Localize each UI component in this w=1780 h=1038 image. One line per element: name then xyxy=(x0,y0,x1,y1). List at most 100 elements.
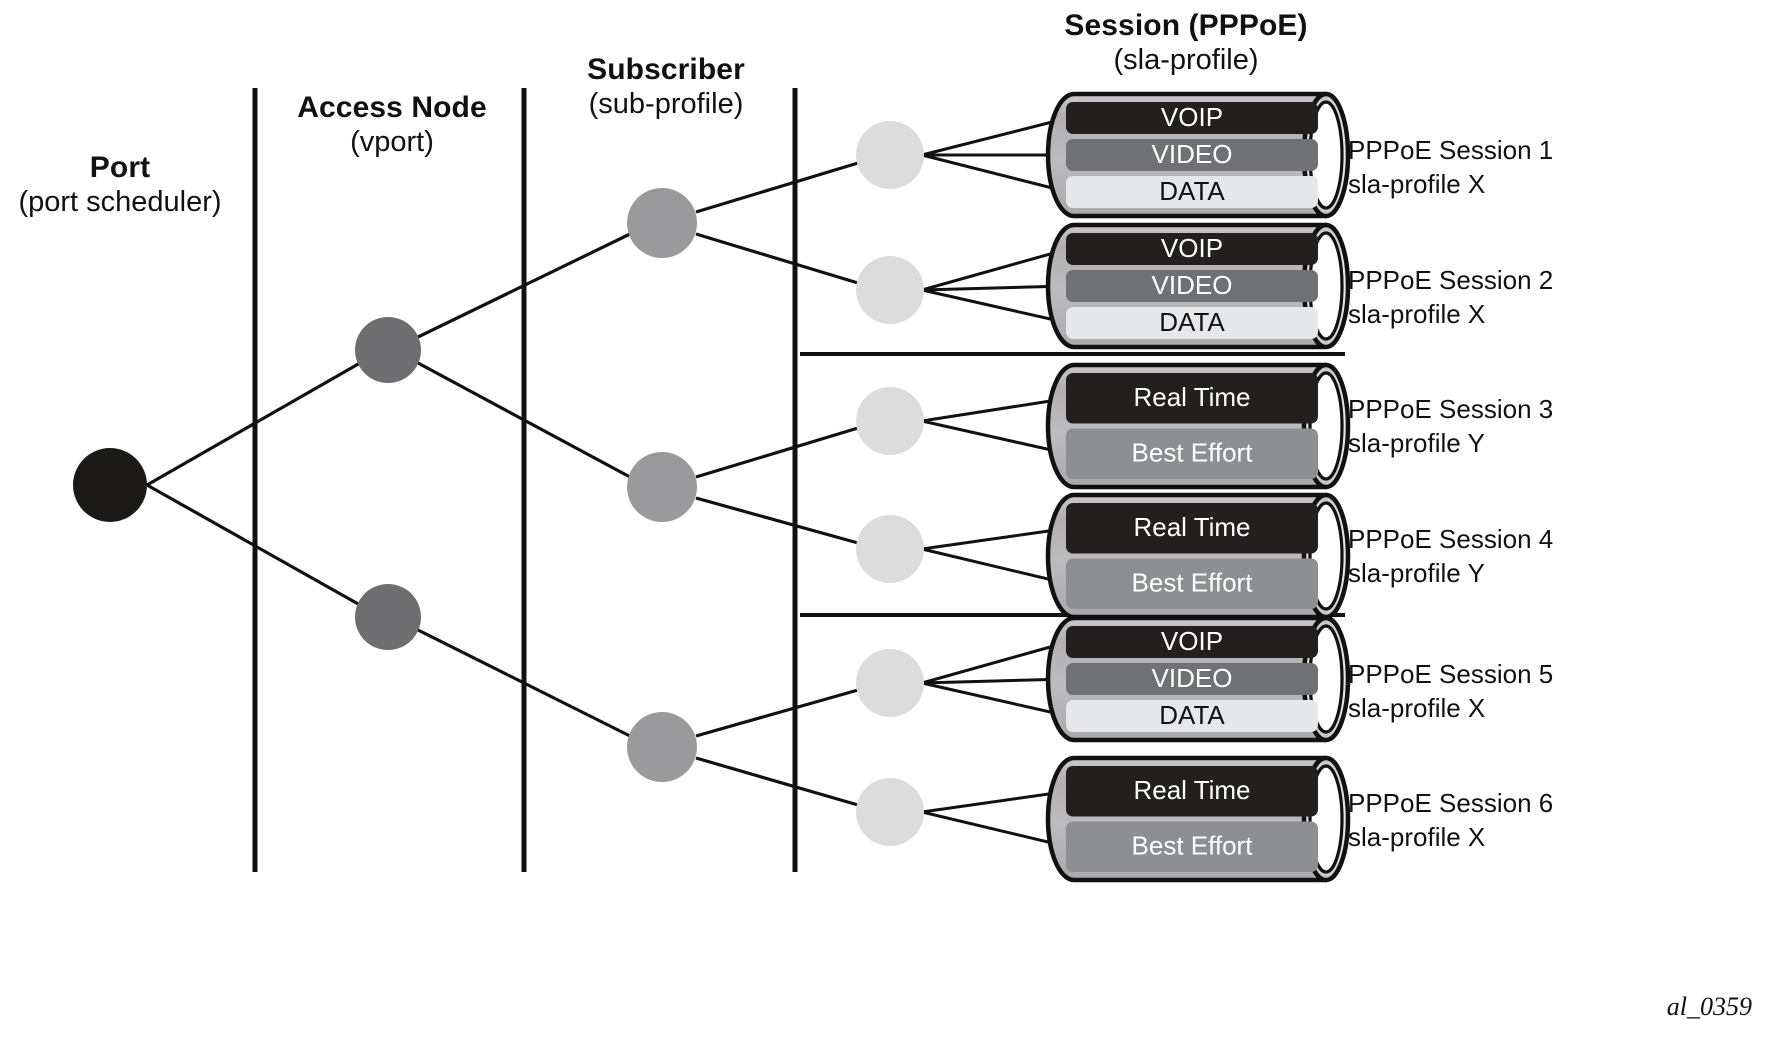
column-heading-subscriber-title: Subscriber xyxy=(587,53,745,86)
session-3-caption-line2: sla-profile Y xyxy=(1348,428,1485,459)
session-1-queue-data-label: DATA xyxy=(1159,176,1225,206)
session-1-cylinder: VOIP VIDEO DATA xyxy=(1045,91,1351,219)
edge-access1-sub2 xyxy=(417,361,631,479)
column-heading-subscriber: Subscriber(sub-profile) xyxy=(366,52,966,122)
session-5-caption: PPPoE Session 5 sla-profile X xyxy=(1348,657,1553,726)
session-5-queue-data xyxy=(1066,700,1318,732)
column-heading-port-title: Port xyxy=(89,151,151,184)
session-6-caption-line1: PPPoE Session 6 xyxy=(1348,788,1554,818)
session-1-caption-line2: sla-profile X xyxy=(1348,169,1486,200)
access-node-2 xyxy=(355,584,421,650)
subscriber-node-1 xyxy=(627,188,697,258)
session-4-queue-best-effort-label: Best Effort xyxy=(1132,568,1254,598)
edge-sub2-sess4 xyxy=(695,496,859,545)
figure-id-watermark: al_0359 xyxy=(1666,992,1752,1021)
session-2-connector-queue-data xyxy=(921,288,1069,325)
session-5-queue-data-label: DATA xyxy=(1159,700,1225,730)
session-3-queue-best-effort xyxy=(1066,428,1318,479)
session-5-caption-line1: PPPoE Session 5 xyxy=(1348,659,1554,689)
session-3-caption-line1: PPPoE Session 3 xyxy=(1348,394,1554,424)
column-heading-subscriber-subtitle: (sub-profile) xyxy=(588,88,744,121)
column-separators xyxy=(252,88,798,872)
edge-sub2-sess3 xyxy=(695,426,859,479)
edge-sub3-sess5 xyxy=(695,688,859,738)
session-4-caption-line2: sla-profile Y xyxy=(1348,558,1485,589)
session-5-cylinder: VOIP VIDEO DATA xyxy=(1045,615,1351,743)
session-2-caption: PPPoE Session 2 sla-profile X xyxy=(1348,263,1553,332)
edge-sub3-sess6 xyxy=(695,756,859,807)
session-4-caption: PPPoE Session 4 sla-profile Y xyxy=(1348,522,1553,591)
session-node-5 xyxy=(856,649,924,717)
session-5-connector-queue-voip xyxy=(921,640,1069,685)
queue-connectors xyxy=(921,116,1069,849)
session-6-connector-queue-best-effort xyxy=(921,810,1069,849)
port-node xyxy=(73,448,147,522)
session-3-connector-queue-best-effort xyxy=(921,419,1069,456)
session-3-queue-best-effort-label: Best Effort xyxy=(1132,438,1254,468)
column-heading-session: Session (PPPoE)(sla-profile) xyxy=(886,8,1486,78)
session-node-3 xyxy=(856,387,924,455)
session-2-cylinder: VOIP VIDEO DATA xyxy=(1045,222,1351,350)
session-1-queue-data xyxy=(1066,176,1318,208)
session-6-queue-real-time xyxy=(1066,766,1318,817)
edge-sub1-sess1 xyxy=(695,161,859,214)
session-1-queue-voip xyxy=(1066,102,1318,134)
session-3-queue-real-time-label: Real Time xyxy=(1133,382,1250,412)
session-5-caption-line2: sla-profile X xyxy=(1348,693,1486,724)
column-heading-port-subtitle: (port scheduler) xyxy=(18,186,222,219)
session-5-connector-queue-video xyxy=(921,677,1069,685)
column-heading-port: Port(port scheduler) xyxy=(0,150,420,220)
tree-edges xyxy=(146,161,859,807)
session-node-6 xyxy=(856,778,924,846)
subscriber-node-2 xyxy=(627,452,697,522)
session-2-connector-queue-video xyxy=(921,284,1069,292)
column-heading-access-node: Access Node(vport) xyxy=(92,90,692,160)
session-2-queue-voip xyxy=(1066,233,1318,265)
session-1-connector-queue-data xyxy=(921,153,1069,194)
column-heading-session-subtitle: (sla-profile) xyxy=(1113,44,1259,77)
session-3-connector-queue-real-time xyxy=(921,396,1069,423)
scheduler-nodes xyxy=(73,121,924,846)
session-5-queue-video xyxy=(1066,663,1318,695)
session-5-queue-video-label: VIDEO xyxy=(1152,663,1233,693)
session-2-queue-data-label: DATA xyxy=(1159,307,1225,337)
session-6-queue-best-effort xyxy=(1066,821,1318,872)
session-node-2 xyxy=(856,256,924,324)
session-2-queue-video-label: VIDEO xyxy=(1152,270,1233,300)
session-1-queue-voip-label: VOIP xyxy=(1161,102,1223,132)
edge-port-access1 xyxy=(146,361,361,487)
column-heading-access-node-subtitle: (vport) xyxy=(350,126,434,159)
session-2-queue-voip-label: VOIP xyxy=(1161,233,1223,263)
session-3-caption: PPPoE Session 3 sla-profile Y xyxy=(1348,392,1553,461)
session-2-queue-video xyxy=(1066,270,1318,302)
session-5-queue-voip-label: VOIP xyxy=(1161,626,1223,656)
session-4-queue-real-time-label: Real Time xyxy=(1133,512,1250,542)
session-2-queue-data xyxy=(1066,307,1318,339)
session-5-queue-voip xyxy=(1066,626,1318,658)
edge-access1-sub1 xyxy=(417,232,631,339)
session-4-caption-line1: PPPoE Session 4 xyxy=(1348,524,1554,554)
edge-access2-sub3 xyxy=(417,628,631,738)
session-4-connector-queue-best-effort xyxy=(921,547,1069,586)
session-2-caption-line2: sla-profile X xyxy=(1348,299,1486,330)
session-2-connector-queue-voip xyxy=(921,247,1069,292)
session-2-caption-line1: PPPoE Session 2 xyxy=(1348,265,1554,295)
session-1-caption: PPPoE Session 1 sla-profile X xyxy=(1348,133,1553,202)
session-4-queue-real-time xyxy=(1066,503,1318,554)
column-heading-access-node-title: Access Node xyxy=(297,91,487,124)
session-1-caption-line1: PPPoE Session 1 xyxy=(1348,135,1554,165)
session-6-queue-best-effort-label: Best Effort xyxy=(1132,831,1254,861)
session-3-queue-real-time xyxy=(1066,373,1318,424)
session-4-queue-best-effort xyxy=(1066,558,1318,609)
session-4-connector-queue-real-time xyxy=(921,526,1069,551)
session-6-connector-queue-real-time xyxy=(921,789,1069,814)
session-1-queue-video-label: VIDEO xyxy=(1152,139,1233,169)
session-node-4 xyxy=(856,515,924,583)
